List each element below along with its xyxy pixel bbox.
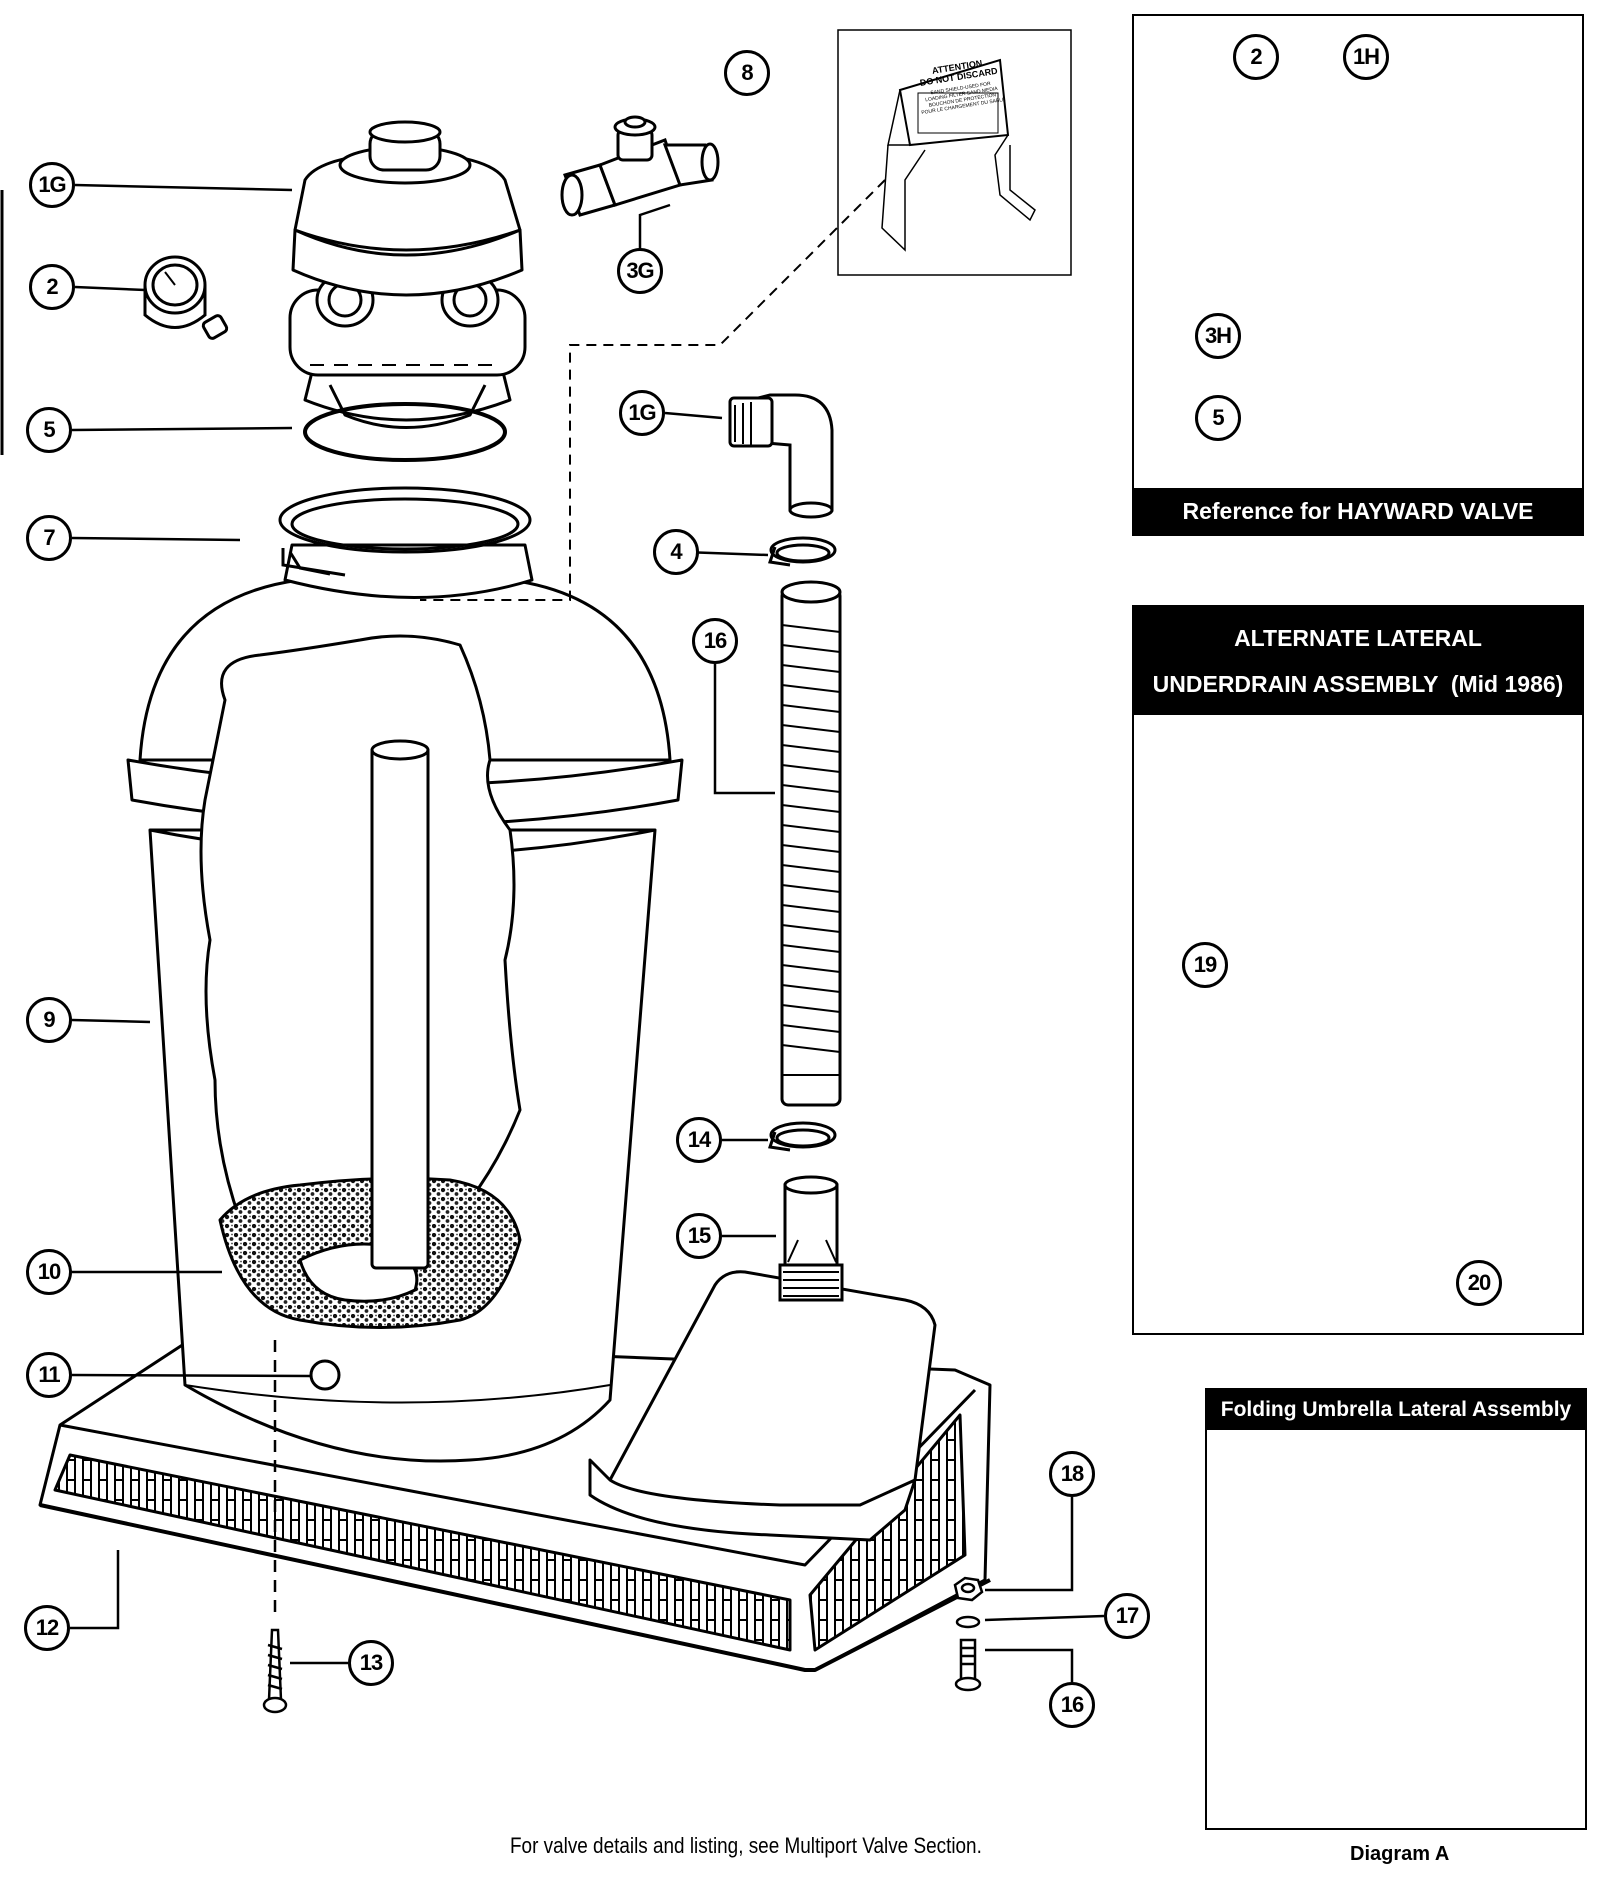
callout-1h-hayward-valve: 1H <box>1343 34 1389 80</box>
lateral-banner: ALTERNATE LATERAL UNDERDRAIN ASSEMBLY (M… <box>1134 607 1582 715</box>
callout-10-sand: 10 <box>26 1249 72 1295</box>
callout-18-nut: 18 <box>1049 1451 1095 1497</box>
umbrella-banner: Folding Umbrella Lateral Assembly <box>1207 1390 1585 1430</box>
callout-5-hayward-oring: 5 <box>1195 395 1241 441</box>
hose-clamp-top <box>768 536 837 567</box>
callout-9-tank: 9 <box>26 997 72 1043</box>
hayward-reference-panel: Reference for HAYWARD VALVE <box>1132 14 1584 536</box>
callout-7-ring: 7 <box>26 515 72 561</box>
filter-tank <box>126 543 684 1463</box>
callout-3h-hayward-relief: 3H <box>1195 313 1241 359</box>
diagram-label: Diagram A <box>1350 1843 1450 1865</box>
callout-12-base: 12 <box>24 1605 70 1651</box>
callout-1g-valve: 1G <box>29 162 75 208</box>
callout-16-bolt: 16 <box>1049 1682 1095 1728</box>
lateral-banner-line2: UNDERDRAIN ASSEMBLY (Mid 1986) <box>1152 671 1564 697</box>
pump-pad <box>588 1270 937 1542</box>
hayward-banner: Reference for HAYWARD VALVE <box>1134 488 1582 534</box>
hose-clamp-bottom <box>768 1121 837 1152</box>
multiport-valve <box>288 120 527 429</box>
sand-shield-card <box>837 29 1072 276</box>
valve-oring <box>303 402 507 462</box>
callout-16-hose: 16 <box>692 618 738 664</box>
callout-13-screw: 13 <box>348 1640 394 1686</box>
callout-11-drain: 11 <box>26 1352 72 1398</box>
callout-19-lateral-pipe: 19 <box>1182 942 1228 988</box>
callout-4-clamp: 4 <box>653 529 699 575</box>
hose-adapter <box>778 1175 844 1302</box>
tank-clamp-ring <box>278 486 532 577</box>
callout-5-oring: 5 <box>26 407 72 453</box>
callout-8-card: 8 <box>724 50 770 96</box>
leader-lines <box>70 183 1105 1682</box>
callout-3g-relief: 3G <box>617 248 663 294</box>
air-relief-valve <box>560 115 720 217</box>
footer-note: For valve details and listing, see Multi… <box>510 1833 982 1858</box>
callout-17-washer: 17 <box>1104 1593 1150 1639</box>
callout-2-hayward-gauge: 2 <box>1233 34 1279 80</box>
bolt <box>954 1638 982 1692</box>
lateral-banner-line1: ALTERNATE LATERAL <box>1234 625 1482 651</box>
callout-20-lateral: 20 <box>1456 1260 1502 1306</box>
callout-15-adapter: 15 <box>676 1213 722 1259</box>
elbow-fitting <box>728 393 834 519</box>
base-screw <box>262 1628 288 1714</box>
card-leader <box>420 179 886 601</box>
flex-hose <box>780 580 842 1107</box>
washer <box>955 1615 981 1629</box>
nut <box>953 1576 984 1602</box>
umbrella-lateral-panel: Folding Umbrella Lateral Assembly <box>1205 1388 1587 1830</box>
callout-2-gauge: 2 <box>29 264 75 310</box>
callout-14-clamp: 14 <box>676 1117 722 1163</box>
callout-1g-elbow: 1G <box>619 390 665 436</box>
pressure-gauge <box>143 255 229 340</box>
